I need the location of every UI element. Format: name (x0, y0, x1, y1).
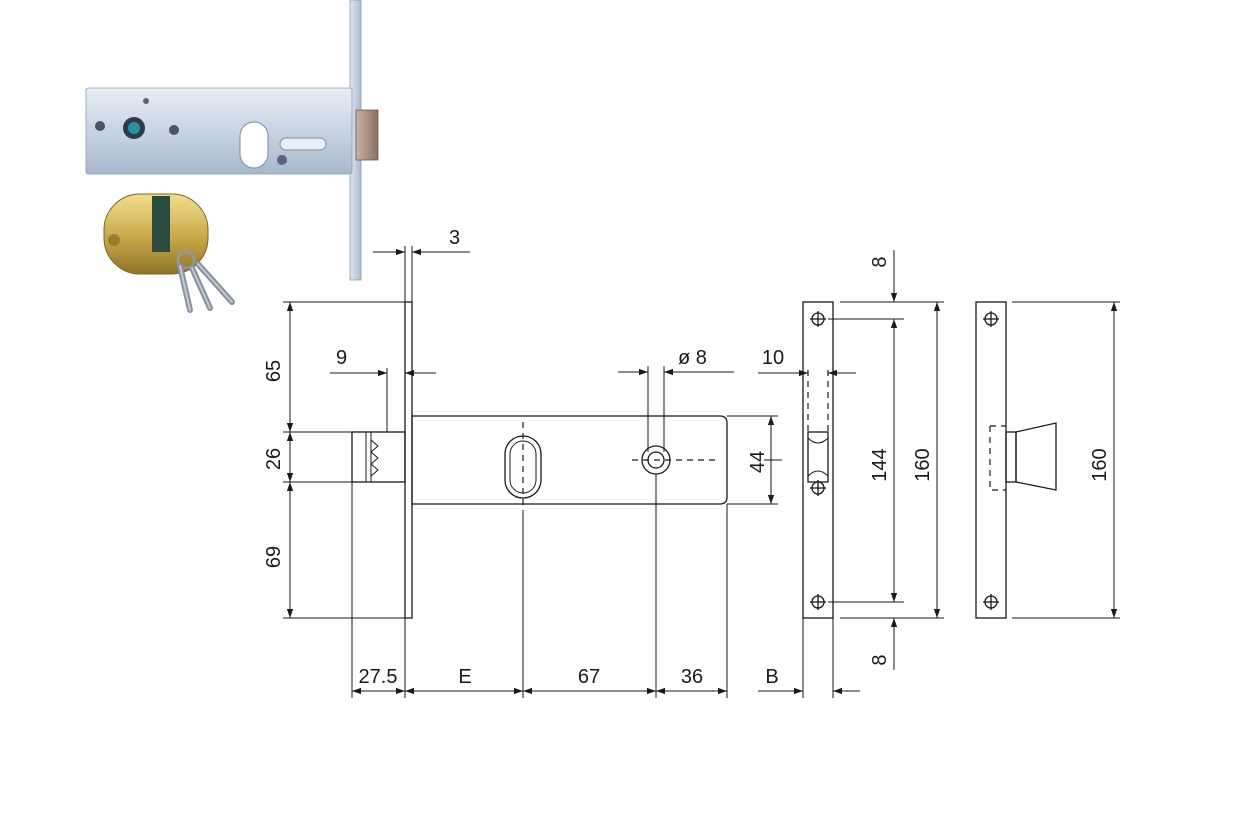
dim-text-screw-offset-top: 8 (869, 256, 891, 267)
dim-text-body-height: 44 (747, 451, 769, 473)
dim-text-faceplate-width-side: 10 (762, 347, 784, 369)
dim-spindle-diameter: ø 8 (618, 347, 734, 376)
side-view-lock-body (411, 415, 728, 510)
dim-text-backset: E (458, 666, 471, 688)
dim-body-height: 44 (747, 416, 782, 504)
dim-text-faceplate-height-front: 160 (1089, 448, 1111, 481)
dim-text-latch-projection: 9 (336, 347, 347, 369)
faceplate-front-view (802, 301, 834, 619)
dim-text-faceplate-thickness: 3 (449, 227, 460, 249)
dim-faceplate-thickness: 3 (373, 227, 470, 256)
screw-hole-top-back (983, 311, 999, 327)
side-view-faceplate (404, 301, 413, 619)
latch-bevel-back (989, 422, 1057, 491)
dim-text-latch-depth: 27.5 (359, 666, 398, 688)
dim-bottom-chain: 27.5 E 67 36 (352, 666, 727, 695)
dim-text-latch-height: 26 (263, 448, 285, 470)
dim-text-faceplate-height: 160 (912, 448, 934, 481)
dim-text-bottom-offset: 69 (263, 546, 285, 568)
faceplate-back-view (975, 301, 1057, 619)
dim-text-faceplate-width: B (765, 666, 778, 688)
latch-opening (807, 431, 829, 496)
side-view-extension-lines (283, 246, 778, 698)
screw-hole-top (810, 311, 826, 327)
dim-text-center-distance: 67 (578, 666, 600, 688)
screw-hole-bottom-back (983, 594, 999, 610)
dim-latch-projection: 9 (330, 347, 436, 377)
side-view-latch (351, 431, 406, 483)
dim-text-top-offset: 65 (263, 360, 285, 382)
cylinder-and-keys-image (103, 193, 235, 313)
back-view-dimensions: 160 (1012, 301, 1120, 619)
faceplate-dimensions: 8 8 144 160 10 B (758, 250, 944, 698)
dim-text-tail-length: 36 (681, 666, 703, 688)
dim-vertical-offsets: 65 26 69 (263, 302, 294, 618)
screw-hole-bottom (810, 594, 826, 610)
dim-text-hole-spacing: 144 (869, 448, 891, 481)
lock-product-image (85, 0, 379, 281)
dim-text-spindle-diameter: ø 8 (678, 347, 707, 369)
dim-text-screw-offset-bottom: 8 (869, 654, 891, 665)
